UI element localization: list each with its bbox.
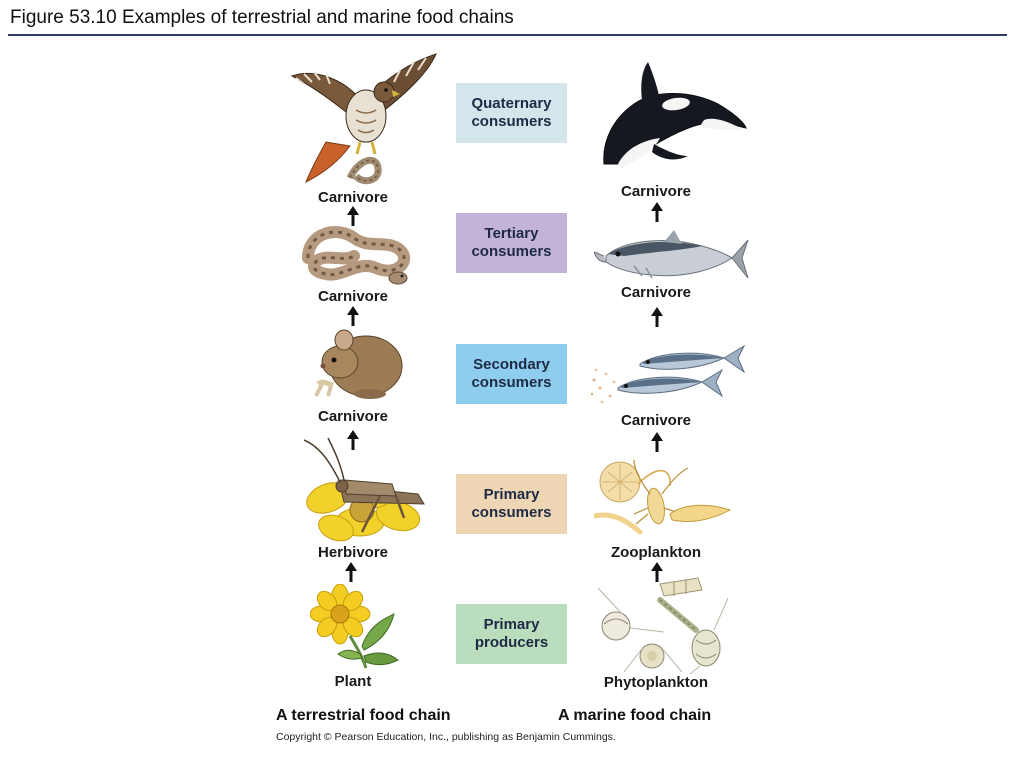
level-box-tertiary-consumers: Tertiary consumers <box>456 213 567 273</box>
up-arrow-icon <box>345 562 357 582</box>
marine-label-secondary: Carnivore <box>620 412 692 429</box>
terrestrial-label-primary-consumer: Herbivore <box>317 544 389 561</box>
terrestrial-chain-title: A terrestrial food chain <box>276 707 451 724</box>
level-box-primary-consumers: Primary consumers <box>456 474 567 534</box>
level-box-primary-producers: Primary producers <box>456 604 567 664</box>
title-divider <box>8 34 1007 36</box>
figure-title: Figure 53.10 Examples of terrestrial and… <box>10 7 514 28</box>
fish-icon <box>590 344 746 404</box>
up-arrow-icon <box>347 206 359 226</box>
mouse-icon <box>314 329 403 399</box>
up-arrow-icon <box>347 430 359 450</box>
snake-icon <box>302 226 410 285</box>
level-line1: Tertiary <box>484 225 539 242</box>
level-line2: consumers <box>471 504 552 521</box>
level-line1: Quaternary <box>471 95 552 112</box>
up-arrow-icon <box>651 562 663 582</box>
level-line2: producers <box>474 634 549 651</box>
level-line2: consumers <box>471 374 552 391</box>
level-line2: consumers <box>471 243 552 260</box>
marine-label-primary-consumer: Zooplankton <box>611 544 701 561</box>
marine-label-tertiary: Carnivore <box>620 284 692 301</box>
up-arrow-icon <box>651 307 663 327</box>
level-line1: Secondary <box>473 356 550 373</box>
up-arrow-icon <box>651 202 663 222</box>
level-box-secondary-consumers: Secondary consumers <box>456 344 567 404</box>
terrestrial-label-tertiary: Carnivore <box>317 288 389 305</box>
phytoplankton-icon <box>597 577 729 674</box>
orca-icon <box>603 62 747 168</box>
marine-label-producer: Phytoplankton <box>603 674 709 691</box>
marine-label-quaternary: Carnivore <box>620 183 692 200</box>
copyright-notice: Copyright © Pearson Education, Inc., pub… <box>276 731 616 743</box>
level-box-quaternary-consumers: Quaternary consumers <box>456 83 567 143</box>
hawk-icon <box>290 53 437 185</box>
zooplankton-icon <box>594 459 732 535</box>
grasshopper-icon <box>303 437 425 542</box>
up-arrow-icon <box>347 306 359 326</box>
tuna-icon <box>594 230 749 279</box>
terrestrial-label-secondary: Carnivore <box>317 408 389 425</box>
plant-icon <box>310 584 399 669</box>
terrestrial-label-quaternary: Carnivore <box>317 189 389 206</box>
terrestrial-label-producer: Plant <box>334 673 372 690</box>
marine-chain-title: A marine food chain <box>558 707 712 724</box>
level-line2: consumers <box>471 113 552 130</box>
level-line1: Primary <box>483 616 540 633</box>
up-arrow-icon <box>651 432 663 452</box>
level-line1: Primary <box>483 486 540 503</box>
